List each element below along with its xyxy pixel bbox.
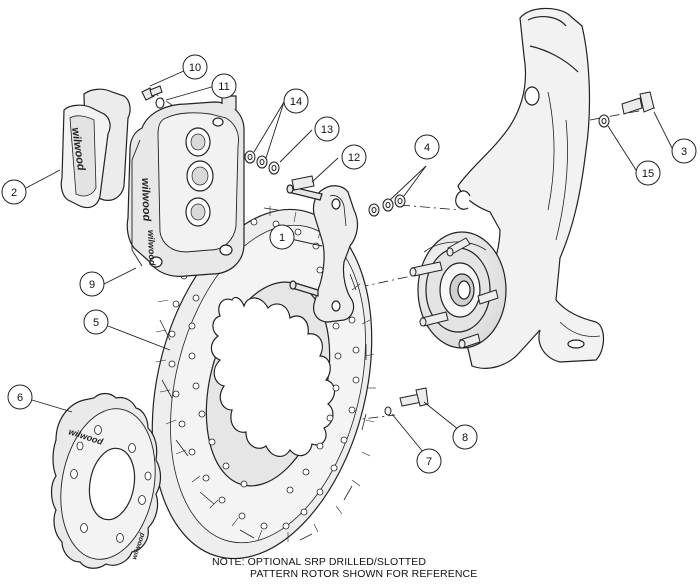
hat-bolt-holes [70, 425, 152, 543]
callout-4: 4 [414, 134, 440, 160]
callout-9: 9 [79, 271, 105, 297]
callout-8-label: 8 [462, 432, 468, 444]
caliper-brand-mark: wilwood [139, 178, 153, 222]
callout-2: 2 [1, 179, 27, 205]
callout-13-label: 13 [321, 124, 333, 136]
callout-10-label: 10 [189, 62, 201, 74]
callout-6: 6 [7, 384, 33, 410]
caliper-bracket [286, 184, 359, 323]
callout-15: 15 [635, 160, 661, 186]
wheel-studs [409, 237, 499, 349]
callout-10: 10 [182, 54, 208, 80]
callout-2-label: 2 [11, 187, 17, 199]
callout-5: 5 [83, 309, 109, 335]
callout-5-label: 5 [93, 317, 99, 329]
rotor-screw [384, 387, 429, 416]
rotor-hat: wilwood wilwood [50, 392, 162, 569]
callout-11-label: 11 [218, 81, 229, 93]
brake-pads: wilwood [60, 88, 131, 209]
callout-15-label: 15 [642, 168, 654, 180]
leader-lines [25, 69, 673, 459]
mounting-bolt [598, 91, 655, 128]
callout-1: 1 [269, 224, 295, 250]
bracket-washers [368, 194, 406, 217]
callout-14-label: 14 [290, 96, 302, 108]
callout-bubbles: 1 2 3 4 5 6 7 8 [1, 54, 697, 474]
callout-3-label: 3 [681, 146, 687, 158]
callout-14: 14 [283, 88, 309, 114]
callout-7-label: 7 [426, 456, 432, 468]
bracket-bolt [291, 175, 315, 191]
callout-9-label: 9 [89, 279, 95, 291]
callout-8: 8 [452, 424, 478, 450]
bleeder-screw [141, 85, 165, 109]
callout-6-label: 6 [17, 392, 23, 404]
brake-rotor [151, 206, 376, 560]
caliper-brand-mark-lower: wilwood [146, 230, 157, 266]
caliper-pistons [185, 127, 214, 227]
caliper-washers [244, 150, 280, 175]
callout-4-label: 4 [424, 142, 430, 154]
brake-caliper: wilwood wilwood [126, 95, 245, 277]
wheel-hub [417, 231, 507, 349]
reference-note-line-1: NOTE: OPTIONAL SRP DRILLED/SLOTTED [212, 556, 427, 568]
callout-11: 11 [211, 73, 237, 99]
callout-12: 12 [341, 144, 367, 170]
reference-note-line-2: PATTERN ROTOR SHOWN FOR REFERENCE [250, 568, 478, 580]
callout-13: 13 [314, 116, 340, 142]
callout-1-label: 1 [279, 232, 285, 244]
callout-3: 3 [671, 138, 697, 164]
callout-12-label: 12 [348, 152, 360, 164]
callout-7: 7 [416, 448, 442, 474]
